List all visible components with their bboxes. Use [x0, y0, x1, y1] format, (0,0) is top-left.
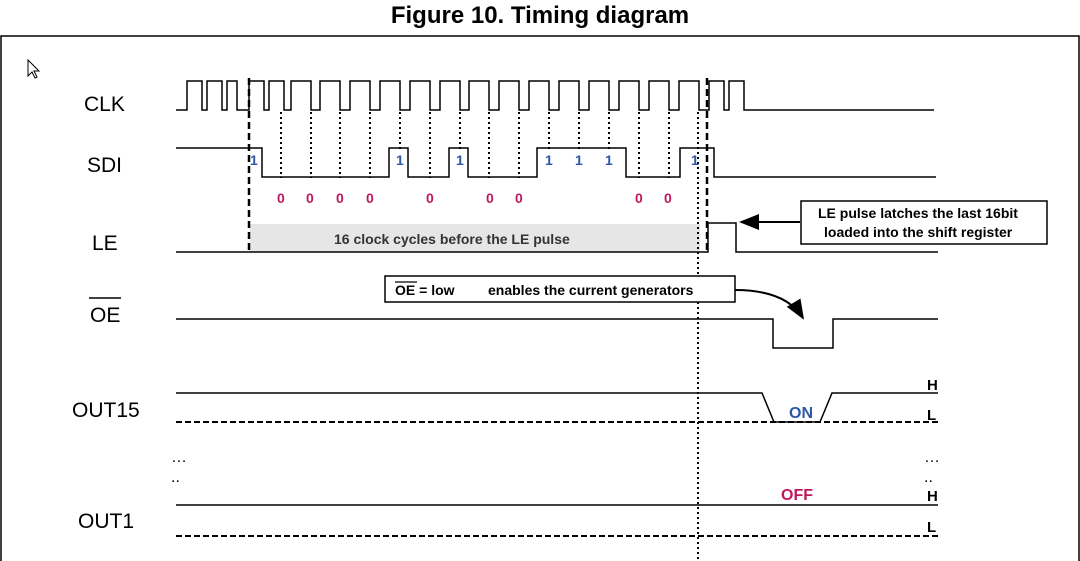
oe-callout-arrow — [734, 289, 805, 320]
arrow-cursor-icon — [27, 58, 41, 79]
le-latch-callout — [800, 200, 1048, 245]
le-latch-line1: LE pulse latches the last 16bit — [818, 205, 1018, 221]
out15-high-level: H — [927, 377, 938, 394]
sdi-bit-2: 0 — [277, 190, 285, 206]
figure-title: Figure 10. Timing diagram — [390, 2, 690, 29]
right-ellipsis-short: .. — [924, 469, 933, 486]
out1-low-level: L — [927, 519, 936, 536]
sdi-label: SDI — [87, 154, 122, 177]
out1-high-level: H — [927, 488, 938, 505]
out15-high-waveform — [176, 392, 938, 423]
sdi-bit-3: 0 — [306, 190, 314, 206]
sdi-waveform — [176, 147, 936, 178]
oe-enables-text: enables the current generators — [488, 282, 694, 298]
sdi-bit-16: 1 — [691, 152, 699, 168]
sdi-bit-6: 1 — [396, 152, 404, 168]
clk-label: CLK — [84, 93, 125, 116]
sdi-bit-5: 0 — [366, 190, 374, 206]
oe-low-suffix: = low — [415, 282, 454, 298]
oe-label: OE — [90, 304, 120, 327]
sdi-bit-11: 1 — [545, 152, 553, 168]
sample-markers — [280, 112, 670, 178]
oe-waveform — [176, 318, 938, 349]
le-latch-line2: loaded into the shift register — [824, 224, 1013, 240]
oe-low-text: OE = low — [395, 282, 455, 298]
sdi-bit-1: 1 — [250, 152, 258, 168]
cycle-window-boundaries — [247, 78, 709, 252]
clock-cycles-region — [250, 224, 700, 252]
on-state-label: ON — [789, 405, 813, 422]
left-ellipsis: … — [171, 449, 187, 466]
sdi-bit-14: 0 — [635, 190, 643, 206]
sdi-bit-12: 1 — [575, 152, 583, 168]
sdi-bit-15: 0 — [664, 190, 672, 206]
sdi-bit-13: 1 — [605, 152, 613, 168]
sdi-bit-10: 0 — [515, 190, 523, 206]
off-state-label: OFF — [781, 487, 813, 504]
sdi-bit-4: 0 — [336, 190, 344, 206]
out15-low-level: L — [927, 407, 936, 424]
right-ellipsis: … — [924, 449, 940, 466]
sdi-bit-8: 1 — [456, 152, 464, 168]
clock-cycles-note: 16 clock cycles before the LE pulse — [334, 231, 570, 247]
oe-callout — [384, 275, 736, 303]
sdi-bit-values: 1 0 0 0 0 1 0 1 0 0 1 1 1 0 0 1 — [250, 152, 699, 206]
left-ellipsis-short: .. — [171, 469, 180, 486]
oe-low-prefix: OE — [395, 282, 415, 298]
le-waveform — [176, 222, 938, 253]
sdi-bit-7: 0 — [426, 190, 434, 206]
le-label: LE — [92, 232, 118, 255]
sdi-bit-9: 0 — [486, 190, 494, 206]
out1-label: OUT1 — [78, 510, 134, 533]
clk-waveform — [176, 80, 934, 111]
out15-label: OUT15 — [72, 399, 140, 422]
figure-frame — [0, 35, 1080, 561]
